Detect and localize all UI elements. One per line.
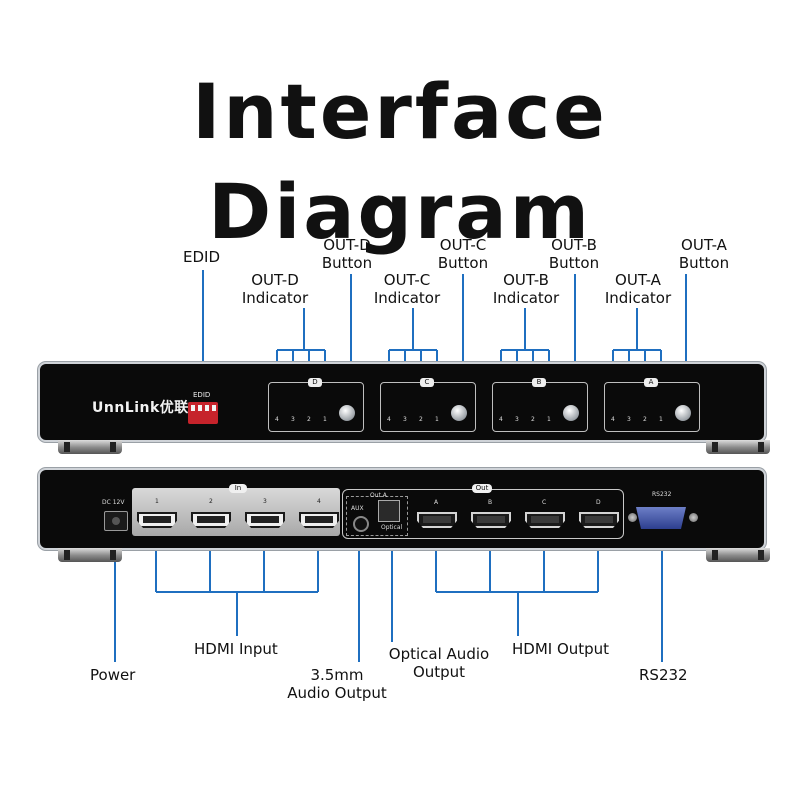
rs232-screw: [628, 513, 637, 522]
out-c-button[interactable]: [451, 405, 467, 421]
label-hdmi-output: HDMI Output: [512, 640, 610, 658]
indicator-num: 3: [291, 416, 295, 423]
indicator-num: 4: [499, 416, 503, 423]
out-port-num: C: [542, 499, 547, 506]
device-foot: [706, 440, 770, 454]
device-foot: [58, 440, 122, 454]
panel-letter: A: [644, 378, 658, 387]
hdmi-in-port-4[interactable]: [299, 512, 339, 528]
in-port-num: 1: [155, 498, 159, 505]
indicator-num: 3: [627, 416, 631, 423]
indicator-num: 4: [611, 416, 615, 423]
optical-port[interactable]: [378, 500, 400, 522]
audio-block: [346, 496, 408, 536]
out-a-button[interactable]: [675, 405, 691, 421]
out-port-num: A: [434, 499, 439, 506]
out-d-button[interactable]: [339, 405, 355, 421]
hdmi-in-port-1[interactable]: [137, 512, 177, 528]
indicator-num: 1: [547, 416, 551, 423]
page-title: Interface Diagram: [192, 67, 608, 256]
hdmi-in-port-2[interactable]: [191, 512, 231, 528]
in-port-num: 3: [263, 498, 267, 505]
indicator-num: 1: [435, 416, 439, 423]
out-badge: Out: [472, 484, 492, 493]
out-d-panel: D 4 3 2 1: [268, 378, 364, 432]
out-port-num: D: [596, 499, 601, 506]
panel-letter: C: [420, 378, 434, 387]
indicator-num: 1: [659, 416, 663, 423]
indicator-num: 2: [307, 416, 311, 423]
out-b-button[interactable]: [563, 405, 579, 421]
hdmi-out-port-a[interactable]: [417, 512, 457, 528]
dc-print: DC 12V: [102, 499, 125, 506]
indicator-num: 4: [275, 416, 279, 423]
indicator-num: 2: [643, 416, 647, 423]
indicator-num: 2: [531, 416, 535, 423]
indicator-num: 3: [403, 416, 407, 423]
in-badge: In: [229, 484, 247, 493]
label-hdmi-input: HDMI Input: [194, 640, 278, 658]
hdmi-in-port-3[interactable]: [245, 512, 285, 528]
label-power: Power: [90, 666, 136, 684]
edid-dip-switch[interactable]: [188, 402, 218, 424]
label-rs232: RS232: [639, 666, 688, 684]
device-foot: [58, 548, 122, 562]
out-port-num: B: [488, 499, 493, 506]
indicator-num: 2: [419, 416, 423, 423]
aux-35mm-jack[interactable]: [353, 516, 369, 532]
in-port-num: 4: [317, 498, 321, 505]
out-c-panel: C 4 3 2 1: [380, 378, 476, 432]
indicator-num: 1: [323, 416, 327, 423]
edid-print: EDID: [193, 391, 211, 399]
label-edid: EDID: [183, 248, 221, 266]
hdmi-out-port-c[interactable]: [525, 512, 565, 528]
hdmi-out-port-d[interactable]: [579, 512, 619, 528]
device-foot: [706, 548, 770, 562]
aux-print: AUX: [351, 505, 364, 512]
out-a-print: Out A: [370, 492, 387, 499]
indicator-num: 4: [387, 416, 391, 423]
panel-letter: D: [308, 378, 322, 387]
indicator-num: 3: [515, 416, 519, 423]
rs232-print: RS232: [652, 491, 672, 498]
dc-power-jack[interactable]: [104, 511, 128, 531]
device-front-panel: [38, 362, 766, 442]
out-b-panel: B 4 3 2 1: [492, 378, 588, 432]
out-a-panel: A 4 3 2 1: [604, 378, 700, 432]
in-port-num: 2: [209, 498, 213, 505]
rs232-port[interactable]: [636, 507, 686, 529]
rs232-screw: [689, 513, 698, 522]
brand-logo: UnnLink优联: [92, 400, 189, 416]
hdmi-out-port-b[interactable]: [471, 512, 511, 528]
optical-print: Optical: [381, 524, 403, 531]
panel-letter: B: [532, 378, 546, 387]
